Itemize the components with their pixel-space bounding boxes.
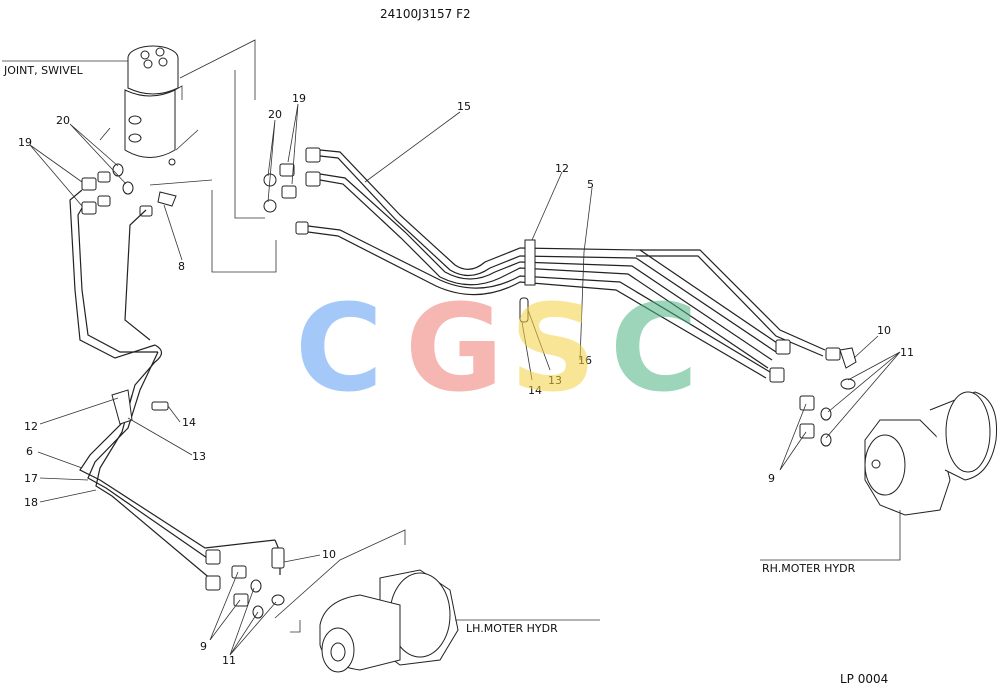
upper-clamp — [519, 239, 536, 323]
callout-16: 16 — [578, 354, 592, 367]
callout-9-left: 9 — [200, 640, 207, 653]
callout-15: 15 — [457, 100, 471, 113]
upper-pipe-bundle — [307, 149, 826, 379]
rh-motor — [760, 391, 998, 561]
cgsc-watermark: C G S C — [295, 280, 698, 419]
right-end-fittings — [769, 339, 857, 447]
callout-10-right: 10 — [877, 324, 891, 337]
left-upper-fittings — [81, 163, 177, 217]
lh-motor — [274, 529, 600, 673]
callout-14-left: 14 — [182, 416, 196, 429]
drawing-code: 24100J3157 F2 — [380, 7, 471, 21]
callout-20-middle: 20 — [268, 108, 282, 121]
leader-lines — [29, 103, 901, 656]
callout-10-left: 10 — [322, 548, 336, 561]
callout-19-left: 19 — [18, 136, 32, 149]
middle-upper-fittings — [263, 147, 321, 235]
callout-6: 6 — [26, 445, 33, 458]
callout-9-right: 9 — [768, 472, 775, 485]
callout-14-upper: 14 — [528, 384, 542, 397]
callout-12-upper: 12 — [555, 162, 569, 175]
swivel-joint — [124, 45, 183, 166]
watermark-letter-s: S — [510, 280, 596, 419]
watermark-letter-c2: C — [610, 280, 698, 419]
callout-11-left: 11 — [222, 654, 236, 667]
callout-19-middle: 19 — [292, 92, 306, 105]
joint-swivel-label: JOINT, SWIVEL — [3, 64, 84, 77]
callout-13-upper: 13 — [548, 374, 562, 387]
callout-17: 17 — [24, 472, 38, 485]
callouts: 19 20 20 19 15 8 12 5 13 14 16 10 11 9 1… — [18, 92, 914, 667]
page-code: LP 0004 — [840, 672, 888, 686]
left-pipe-bundle — [69, 189, 281, 581]
callout-8: 8 — [178, 260, 185, 273]
callout-11-right: 11 — [900, 346, 914, 359]
callout-13-left: 13 — [192, 450, 206, 463]
lh-motor-label: LH.MOTER HYDR — [466, 622, 558, 635]
lower-left-fittings — [205, 547, 285, 619]
callout-20-left: 20 — [56, 114, 70, 127]
callout-18: 18 — [24, 496, 38, 509]
callout-5: 5 — [587, 178, 594, 191]
rh-motor-label: RH.MOTER HYDR — [762, 562, 856, 575]
callout-12-left: 12 — [24, 420, 38, 433]
watermark-letter-g: G — [405, 280, 504, 419]
watermark-letter-c1: C — [295, 280, 383, 419]
left-clamp — [111, 389, 169, 425]
